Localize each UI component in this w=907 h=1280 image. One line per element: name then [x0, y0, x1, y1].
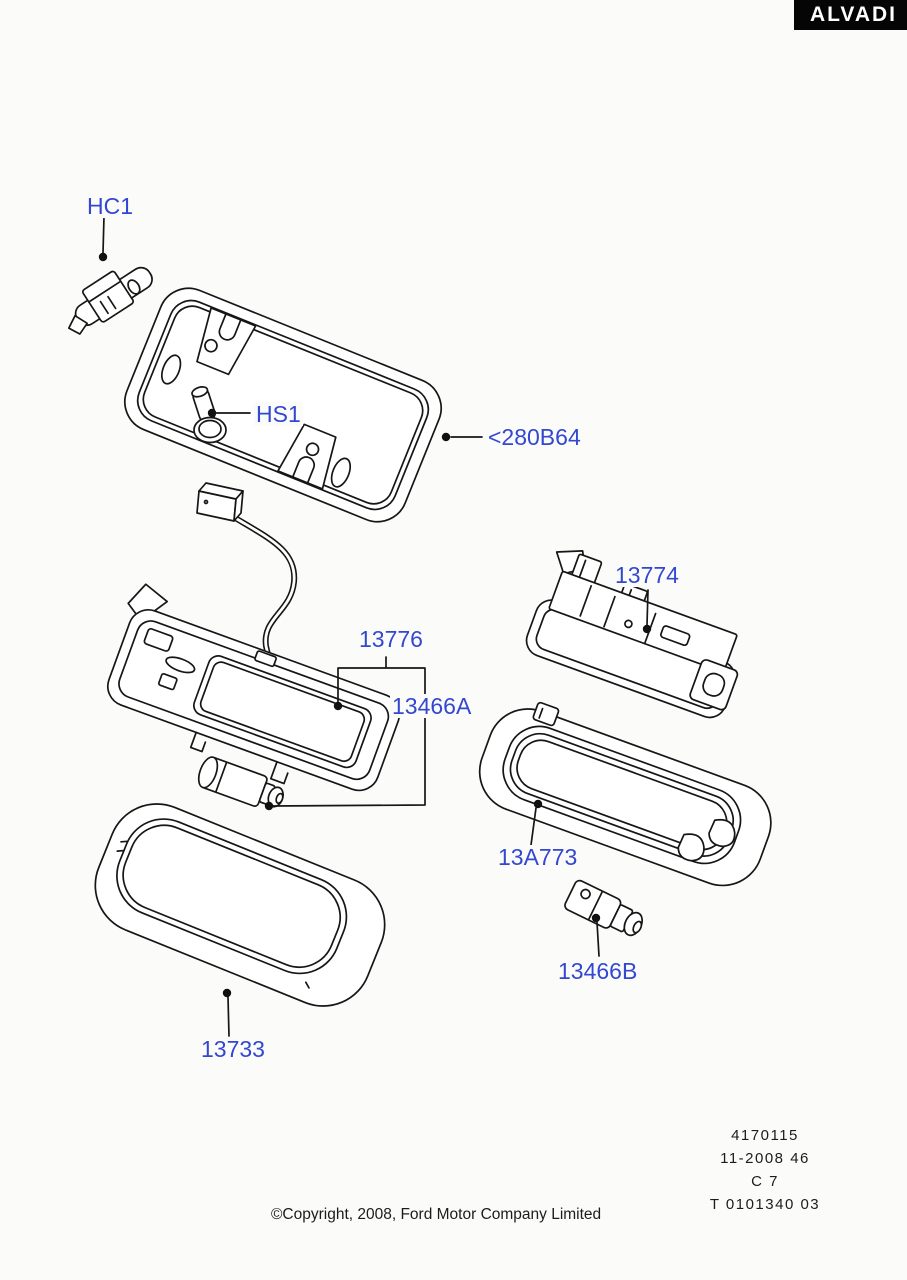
- lens-13a773-drawing: [478, 701, 772, 887]
- housing-13774-drawing: [525, 549, 739, 719]
- date-code: 11-2008 46: [720, 1150, 810, 1167]
- alvadi-logo: ALVADI: [793, 0, 907, 30]
- callout-13733[interactable]: 13733: [199, 1036, 267, 1062]
- bulb-13466a-drawing: [197, 756, 284, 808]
- callout-hc1[interactable]: HC1: [85, 193, 136, 219]
- callout-13776[interactable]: 13776: [357, 626, 425, 652]
- callout-hs1[interactable]: HS1: [254, 401, 303, 427]
- hc1-clip-drawing: [67, 266, 153, 335]
- plate-code: T 0101340 03: [709, 1196, 821, 1213]
- callout-13466b[interactable]: 13466B: [556, 958, 640, 984]
- callout-13a773[interactable]: 13A773: [496, 844, 580, 870]
- sheet-code: C 7: [751, 1173, 779, 1190]
- callout-13466a[interactable]: 13466A: [390, 693, 474, 719]
- hs1-pin-drawing: [191, 386, 227, 444]
- leader-lines: [98, 215, 652, 1037]
- drawing-number: 4170115: [731, 1127, 799, 1144]
- lamp-housing-13776-drawing: [106, 583, 401, 792]
- callout-280b64[interactable]: <280B64: [486, 424, 583, 450]
- wire-connector-drawing: [196, 482, 298, 662]
- bezel-13733-drawing: [94, 803, 386, 1007]
- callout-13774[interactable]: 13774: [613, 562, 681, 588]
- bulb-13466b-drawing: [564, 879, 643, 937]
- drawing-reference-block: 4170115 11-2008 46 C 7 T 0101340 03: [689, 1124, 841, 1216]
- copyright-text: ©Copyright, 2008, Ford Motor Company Lim…: [271, 1206, 602, 1223]
